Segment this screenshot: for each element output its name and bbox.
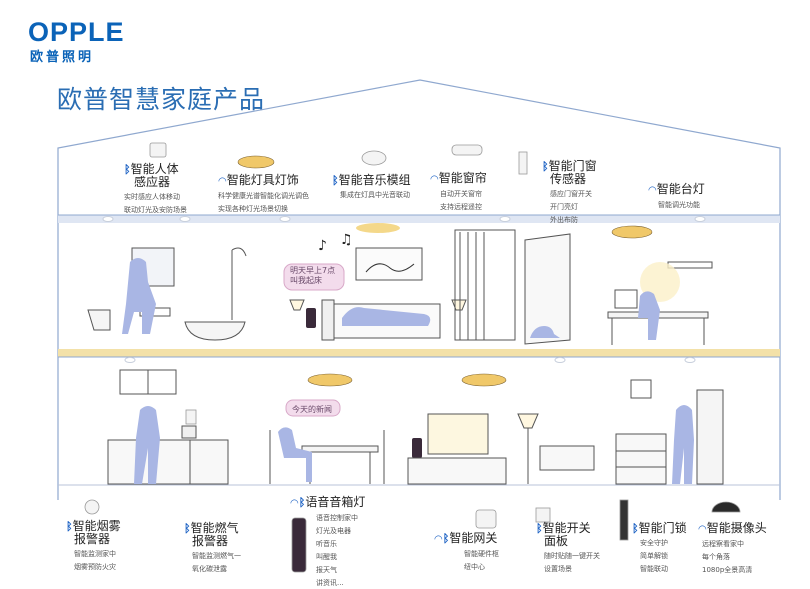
body-sensor-label: ᛒ智能人体 感应器 实时感应人体移动 联动灯光及安防场景	[124, 162, 187, 215]
wifi-icon: ◠	[648, 185, 657, 196]
news-bubble-shape	[285, 399, 341, 417]
bluetooth-icon: ᛒ	[66, 520, 73, 533]
brand-chinese-name: 欧普照明	[30, 50, 95, 65]
wifi-icon: ◠	[430, 174, 439, 185]
door-lock-label: ᛒ智能门锁 安全守护 简单解锁 智能联动	[632, 521, 687, 574]
middle-floor	[58, 349, 780, 357]
svg-text:♪: ♪	[318, 238, 327, 254]
bluetooth-icon: ᛒ	[332, 174, 339, 187]
baby	[530, 326, 560, 338]
wifi-icon: ◠	[290, 498, 299, 509]
music-module-light	[356, 223, 400, 233]
person-bathroom	[122, 258, 156, 334]
camera-label: ◠智能摄像头 远程察看家中 每个角落 1080p全景高清	[698, 521, 767, 575]
person-entrance	[672, 405, 694, 484]
bluetooth-icon: ᛒ	[536, 522, 543, 535]
page-title: 欧普智慧家庭产品	[57, 85, 266, 114]
dining	[269, 430, 385, 484]
gateway-label: ◠ᛒ智能网关 智能硬件枢 纽中心	[434, 531, 499, 572]
living-room	[407, 413, 595, 485]
bluetooth-icon: ᛒ	[632, 522, 639, 535]
device-icons	[84, 142, 741, 573]
wifi-icon: ◠	[698, 524, 707, 535]
desk-lamp-label: ◠智能台灯 智能调光功能	[648, 182, 705, 210]
news-bubble: 今天的新闻	[292, 405, 332, 414]
bedroom	[289, 247, 467, 341]
chandelier-icons	[237, 155, 653, 387]
brand-logo: OPPLE 欧普照明	[28, 18, 125, 65]
person-dining	[278, 427, 312, 482]
house-outline	[57, 79, 781, 500]
brand-name: OPPLE	[28, 17, 125, 47]
wake-bubble-shape	[283, 263, 345, 291]
entrance	[615, 379, 724, 485]
upper-ceiling	[58, 215, 780, 223]
bluetooth-icon: ᛒ	[124, 163, 131, 176]
bluetooth-icon: ᛒ	[542, 160, 549, 173]
bluetooth-icon: ᛒ	[442, 532, 450, 545]
speaker-lamp-label: ◠ᛒ语音音箱灯 语音控制家中 灯光及电器 听音乐 叫醒我 报天气 讲资讯...	[290, 495, 366, 588]
smoke-alarm-label: ᛒ智能烟雾 报警器 智能监测家中 烟雾预防火灾	[66, 519, 121, 572]
bluetooth-icon: ᛒ	[298, 496, 306, 509]
person-kitchen	[134, 406, 160, 484]
music-module-label: ᛒ智能音乐模组 集成在灯具中光音联动	[332, 173, 411, 200]
bluetooth-icon: ᛒ	[184, 522, 191, 535]
bathroom	[87, 247, 247, 341]
chandelier-label: ◠智能灯具灯饰 科学健康光谱智能化调光调色 实现各种灯光场景切换	[218, 173, 309, 214]
door-sensor-label: ᛒ智能门窗 传感器 感应门窗开关 开门亮灯 外出布防	[542, 159, 597, 225]
speaker-lamp-living	[412, 438, 422, 458]
wake-bubble: 明天早上7点 叫我起床	[290, 266, 336, 285]
speaker-lamp-bedroom	[306, 308, 316, 328]
curtain-door	[454, 229, 571, 345]
svg-text:♫: ♫	[340, 232, 353, 248]
wifi-icon: ◠	[218, 176, 227, 187]
kitchen	[107, 369, 229, 485]
sleeping-person	[342, 307, 431, 326]
wifi-icon: ◠	[434, 534, 443, 545]
curtain-label: ◠智能窗帘 自动开关窗帘 支持远程遥控	[430, 171, 487, 212]
gas-alarm-label: ᛒ智能燃气 报警器 智能监测燃气一 氧化碳泄露	[184, 521, 241, 574]
person-study	[638, 291, 660, 340]
switch-panel-label: ᛒ智能开关 面板 随时贴随一键开关 设置场景	[536, 521, 600, 574]
